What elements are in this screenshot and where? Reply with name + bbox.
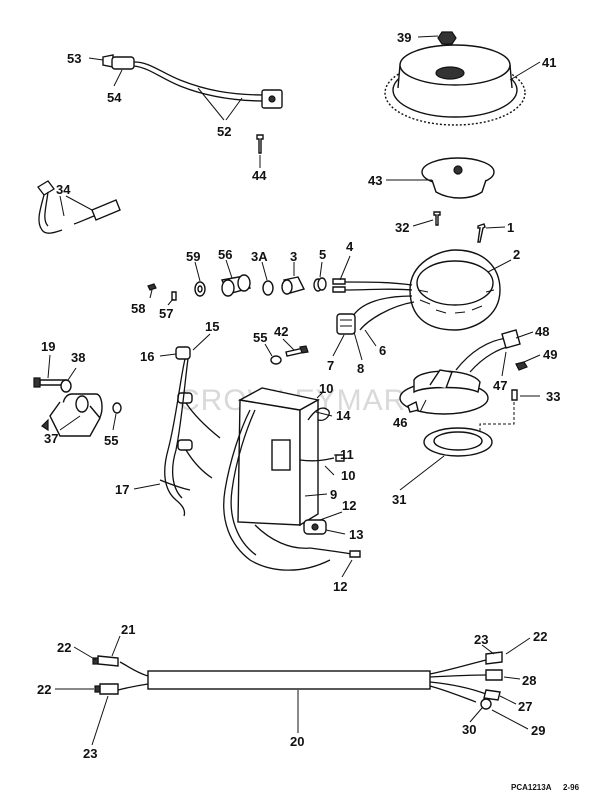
callout-22b: 22 <box>37 682 51 697</box>
callout-28: 28 <box>522 673 536 688</box>
reference-date: 2-96 <box>563 783 580 792</box>
callout-11: 11 <box>340 447 354 462</box>
callout-32: 32 <box>395 220 409 235</box>
part-washer-55b <box>112 402 122 414</box>
callout-10b: 10 <box>341 468 355 483</box>
part-ring-59 <box>194 281 206 297</box>
part-screw-19 <box>33 377 67 388</box>
callout-42: 42 <box>274 324 288 339</box>
part-nut-39 <box>437 31 457 45</box>
callout-43: 43 <box>368 173 382 188</box>
callout-33: 33 <box>546 389 560 404</box>
callout-56: 56 <box>218 247 232 262</box>
callout-41: 41 <box>542 55 556 70</box>
part-pin-57 <box>171 291 177 301</box>
part-power-pack-9 <box>223 387 361 571</box>
part-ignition-coil-37 <box>41 393 103 437</box>
callout-30: 30 <box>462 722 476 737</box>
part-retainer-ring-31 <box>423 427 493 457</box>
callout-12b: 12 <box>333 579 347 594</box>
callout-47: 47 <box>493 378 507 393</box>
part-lead-harness-17 <box>159 346 221 517</box>
callout-22c: 22 <box>533 629 547 644</box>
part-sleeve-5 <box>313 277 327 292</box>
callout-9: 9 <box>330 487 337 502</box>
callout-57: 57 <box>159 306 173 321</box>
part-main-harness-20 <box>92 651 503 710</box>
callout-1: 1 <box>507 220 514 235</box>
callout-10a: 10 <box>319 381 333 396</box>
callout-17: 17 <box>115 482 129 497</box>
callout-38: 38 <box>71 350 85 365</box>
callout-3: 3 <box>290 249 297 264</box>
part-connector-7 <box>336 313 356 335</box>
callout-44: 44 <box>252 168 267 183</box>
part-timer-sensor-46 <box>399 329 521 415</box>
part-screw-32 <box>433 211 441 226</box>
callout-48: 48 <box>535 324 549 339</box>
callout-37: 37 <box>44 431 58 446</box>
callout-53: 53 <box>67 51 81 66</box>
callout-5: 5 <box>319 247 326 262</box>
callout-15: 15 <box>205 319 219 334</box>
part-screw-33 <box>511 389 518 401</box>
callout-39: 39 <box>397 30 411 45</box>
callout-58: 58 <box>131 301 145 316</box>
callout-55b: 55 <box>104 433 118 448</box>
callout-52: 52 <box>217 124 231 139</box>
part-connector-3 <box>281 276 306 295</box>
part-screw-1 <box>477 223 486 243</box>
callout-29: 29 <box>531 723 545 738</box>
callout-4: 4 <box>346 239 354 254</box>
part-flywheel-41 <box>384 44 526 126</box>
part-timer-base-43 <box>421 157 495 199</box>
callout-23b: 23 <box>474 632 488 647</box>
callout-54: 54 <box>107 90 122 105</box>
callout-22a: 22 <box>57 640 71 655</box>
callout-6: 6 <box>379 343 386 358</box>
callout-23a: 23 <box>83 746 97 761</box>
part-oring-3A <box>262 280 274 296</box>
callout-19: 19 <box>41 339 55 354</box>
callout-34: 34 <box>56 182 71 197</box>
callout-8: 8 <box>357 361 364 376</box>
callout-16: 16 <box>140 349 154 364</box>
part-washer-38 <box>60 379 72 393</box>
part-screw-44 <box>256 134 264 154</box>
callout-7: 7 <box>327 358 334 373</box>
callout-14: 14 <box>336 408 351 423</box>
callout-13: 13 <box>349 527 363 542</box>
callout-3a: 3A <box>251 249 268 264</box>
part-screw-42 <box>285 345 309 357</box>
callout-49: 49 <box>543 347 557 362</box>
part-spark-plug-boots-34 <box>37 180 121 234</box>
part-wire-harness-52 <box>102 54 283 109</box>
callout-12a: 12 <box>342 498 356 513</box>
callout-59: 59 <box>186 249 200 264</box>
callout-46: 46 <box>393 415 407 430</box>
callout-2: 2 <box>513 247 520 262</box>
reference-code: PCA1213A <box>511 783 552 792</box>
part-nut-49 <box>515 361 528 371</box>
callout-27: 27 <box>518 699 532 714</box>
callout-55a: 55 <box>253 330 267 345</box>
callout-20: 20 <box>290 734 304 749</box>
callout-21: 21 <box>121 622 135 637</box>
part-terminal-58 <box>147 283 157 291</box>
callout-31: 31 <box>392 492 406 507</box>
part-washer-55 <box>270 355 282 365</box>
part-stator-2 <box>409 249 501 331</box>
part-housing-56 <box>221 274 252 297</box>
